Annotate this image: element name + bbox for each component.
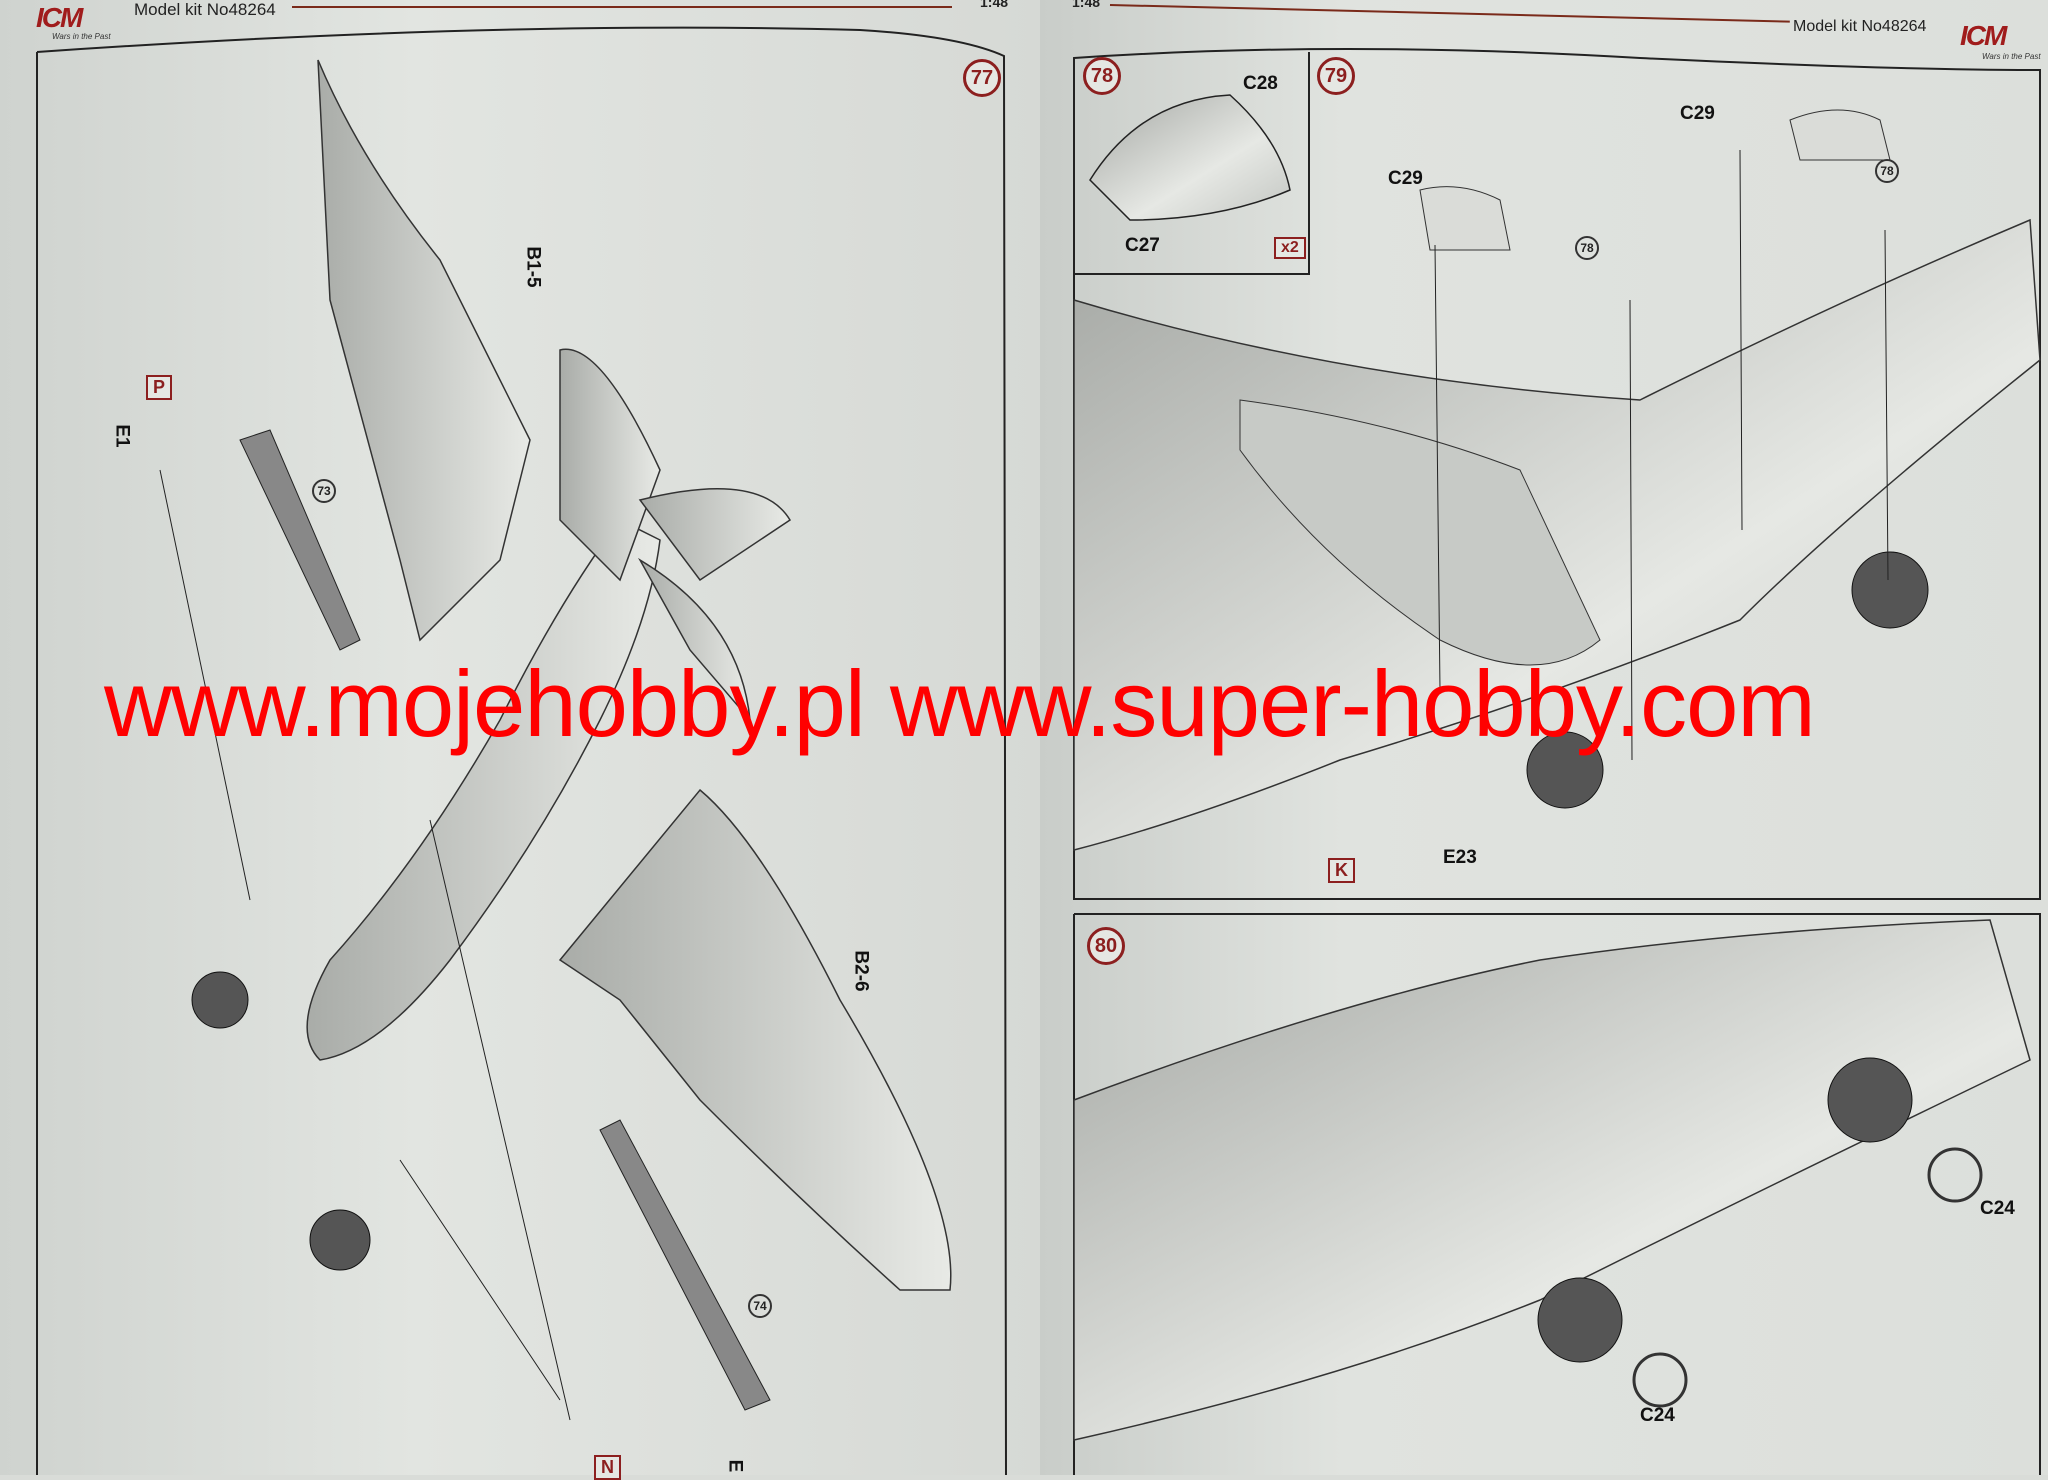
part-label-e23: E23 bbox=[1443, 847, 1477, 868]
part-label-e: E bbox=[724, 1459, 746, 1473]
step-77-frame bbox=[36, 26, 1007, 1475]
part-label-c29: C29 bbox=[1388, 168, 1423, 189]
ref-step-73: 73 bbox=[312, 479, 336, 503]
part-label-c24: C24 bbox=[1980, 1198, 2015, 1219]
quantity-x2: x2 bbox=[1274, 237, 1306, 259]
paint-marker-p: P bbox=[146, 375, 173, 400]
logo-tagline-right: Wars in the Past bbox=[1982, 52, 2041, 61]
icm-logo-right: ICM bbox=[1960, 20, 2007, 51]
logo-tagline: Wars in the Past bbox=[52, 32, 111, 41]
icm-logo: ICM bbox=[36, 2, 83, 33]
kit-number-right: Model kit No48264 bbox=[1793, 18, 1927, 35]
part-label-b2-6: B2-6 bbox=[850, 950, 872, 992]
ref-step-78: 78 bbox=[1875, 159, 1899, 183]
step-78-number: 78 bbox=[1083, 57, 1121, 95]
ref-step-78: 78 bbox=[1575, 236, 1599, 260]
part-label-e1: E1 bbox=[111, 424, 133, 448]
watermark: www.mojehobby.pl www.super-hobby.com bbox=[104, 651, 1816, 756]
scale-label: 1:48 bbox=[980, 0, 1009, 10]
kit-number: Model kit No48264 bbox=[134, 0, 276, 19]
step-79-80-frames bbox=[1073, 48, 2041, 1475]
scale-label-right: 1:48 bbox=[1072, 0, 1101, 10]
ref-step-74: 74 bbox=[748, 1294, 772, 1318]
paint-marker-n: N bbox=[594, 1455, 621, 1480]
paint-marker-k: K bbox=[1328, 858, 1355, 883]
step-79-number: 79 bbox=[1317, 57, 1355, 95]
part-label-c27: C27 bbox=[1125, 235, 1160, 256]
part-label-b1-5: B1-5 bbox=[522, 246, 544, 288]
part-label-c29: C29 bbox=[1680, 103, 1715, 124]
header-rule bbox=[292, 6, 952, 8]
part-label-c24: C24 bbox=[1640, 1405, 1675, 1426]
step-77-number: 77 bbox=[963, 59, 1001, 97]
part-label-c28: C28 bbox=[1243, 73, 1278, 94]
step-80-number: 80 bbox=[1087, 927, 1125, 965]
